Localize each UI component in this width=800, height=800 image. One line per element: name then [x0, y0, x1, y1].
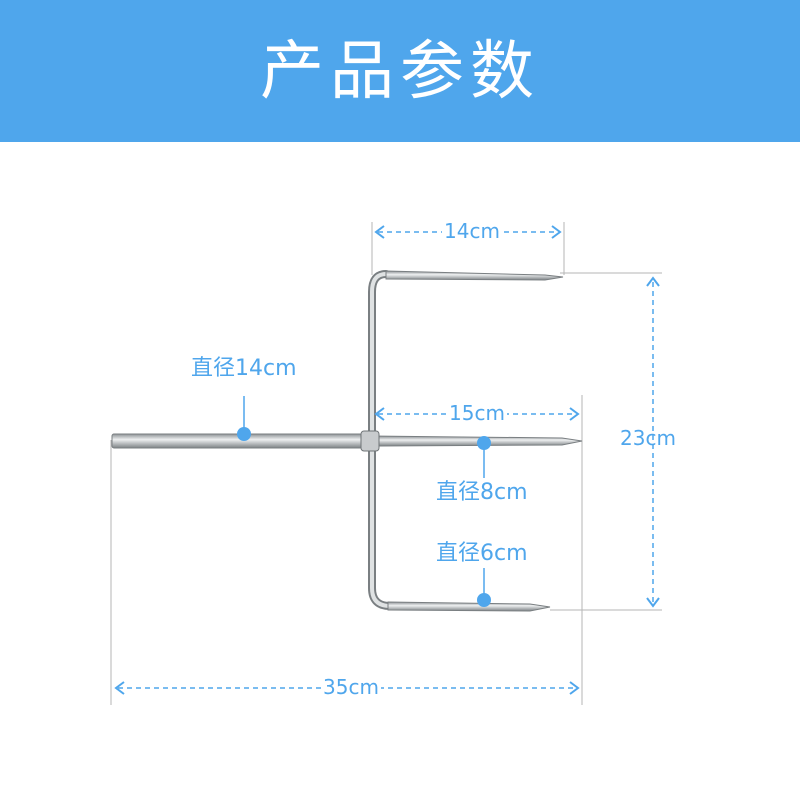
reference-lines [110, 222, 662, 705]
fork-middle-prong [371, 435, 583, 447]
fork-bottom-prong [387, 601, 551, 612]
header-banner: 产品参数 [0, 0, 800, 142]
middle-prong-diameter-label: 直径8cm [436, 480, 528, 505]
fork-top-prong [385, 270, 564, 281]
fork-weld-joint [360, 430, 380, 452]
page-title: 产品参数 [260, 35, 540, 109]
fork [111, 270, 583, 612]
dimension-lines [118, 231, 654, 689]
total-length-label: 35cm [321, 675, 381, 699]
diameter-dots [237, 427, 491, 607]
top-prong-length-label: 14cm [442, 219, 502, 243]
bottom-prong-diameter-dot [477, 593, 491, 607]
middle-prong-diameter-dot [477, 436, 491, 450]
handle-diameter-label: 直径14cm [191, 356, 297, 381]
total-height-label: 23cm [620, 426, 676, 450]
middle-prong-length-label: 15cm [447, 401, 507, 425]
handle-diameter-dot [237, 427, 251, 441]
bottom-prong-diameter-label: 直径6cm [436, 541, 528, 566]
dimension-arrows [114, 225, 660, 695]
